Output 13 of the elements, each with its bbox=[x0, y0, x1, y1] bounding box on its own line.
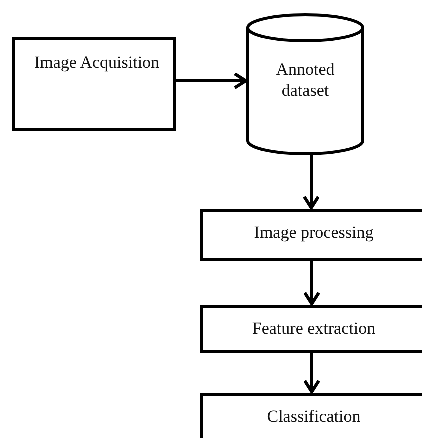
process-box bbox=[200, 305, 422, 353]
node-label: Feature extraction bbox=[251, 318, 377, 339]
process-box bbox=[200, 393, 422, 438]
arrow bbox=[176, 72, 248, 90]
arrow bbox=[303, 351, 321, 394]
node-label: Image Acquisition bbox=[33, 52, 161, 73]
node-label: Image processing bbox=[253, 222, 375, 243]
process-box bbox=[200, 209, 422, 261]
node-label: Classification bbox=[266, 406, 362, 427]
node-label: Annoted dataset bbox=[275, 59, 336, 101]
arrow bbox=[302, 154, 320, 210]
process-box bbox=[12, 37, 176, 131]
arrow bbox=[303, 259, 321, 306]
